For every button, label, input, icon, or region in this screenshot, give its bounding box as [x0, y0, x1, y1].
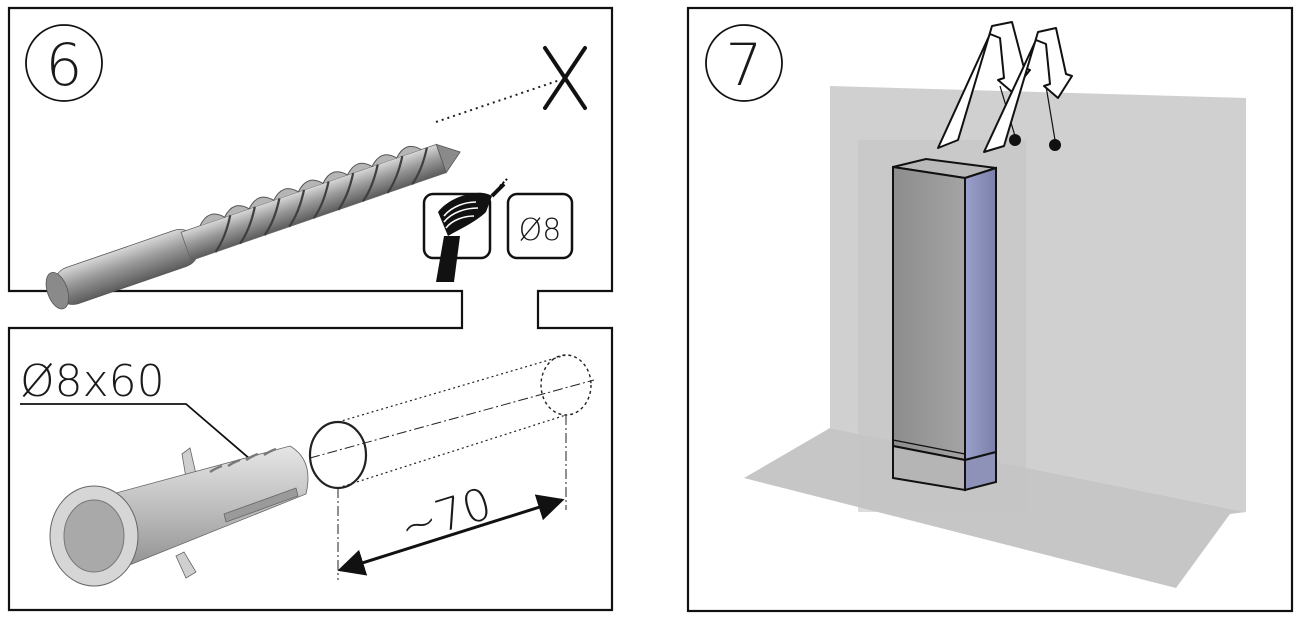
step-6-number: 6: [46, 31, 83, 99]
hole-depth-dimension: [337, 494, 565, 576]
wall-mount-point-1: [1009, 134, 1021, 146]
mark-x-icon: [543, 46, 587, 110]
drill-bit-diameter-label: Ø8: [519, 213, 562, 248]
panel-step-6: 6: [7, 6, 614, 612]
drill-bit-diameter-badge: Ø8: [506, 192, 574, 260]
drill-icon: [422, 177, 509, 282]
down-arrow-icon: [937, 21, 1073, 153]
panel-step-6-frame: [7, 6, 614, 612]
step-6-badge: 6: [25, 24, 103, 102]
panel-step-7: 7: [686, 6, 1294, 613]
wall-mount-point-2: [1049, 139, 1061, 151]
wall-plug-icon: [49, 445, 309, 587]
step-7-number: 7: [726, 31, 763, 99]
step-7-badge: 7: [705, 24, 783, 102]
dowel-size-label: Ø8x60: [20, 356, 165, 407]
drill-bit-icon: [45, 143, 461, 310]
tall-cabinet-icon: [892, 157, 997, 492]
drill-aim-line: [435, 79, 561, 123]
